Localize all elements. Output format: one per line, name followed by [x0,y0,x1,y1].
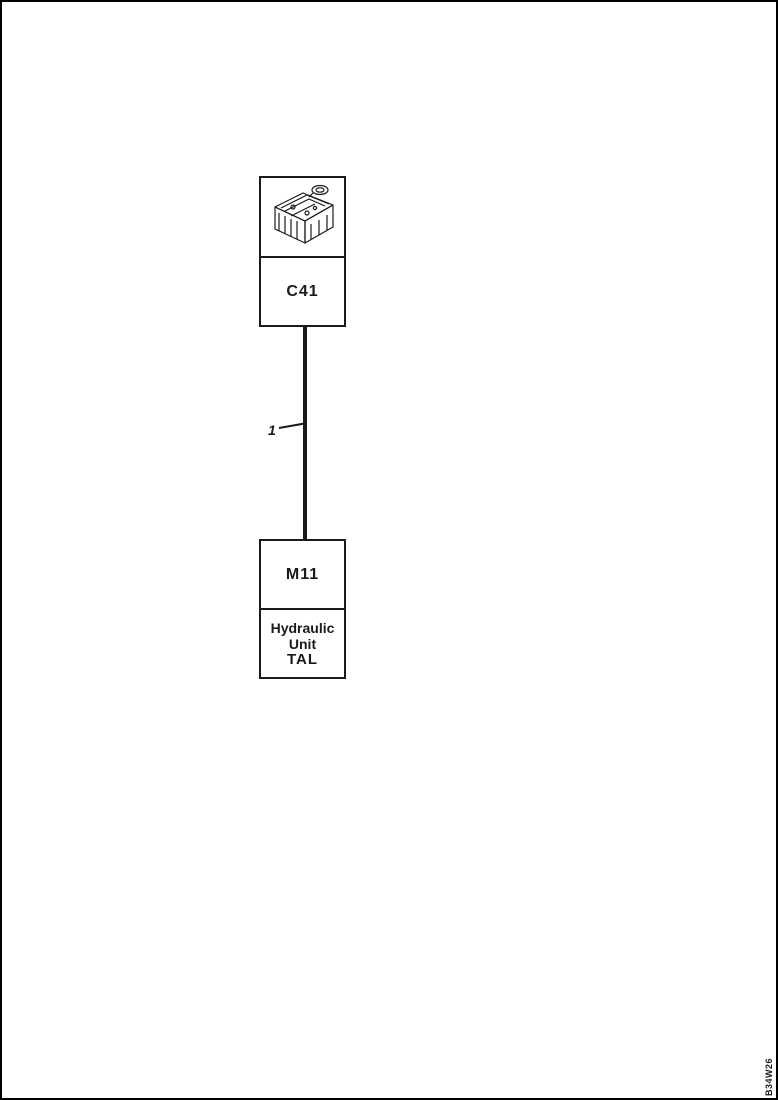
component-name-box: Hydraulic Unit TAL [259,608,346,679]
component-name-line2: Unit [288,635,317,652]
component-label: M11 [285,565,320,583]
wire-leader-line [278,422,305,429]
connector-label-box: C41 [259,256,346,327]
connector-label: C41 [286,282,319,300]
connector-image-box [259,176,346,258]
figure-code: B34W26 [764,1058,774,1097]
wire-line [303,327,307,539]
component-label-box: M11 [259,539,346,610]
wire-number-label: 1 [268,422,276,438]
component-name-line1: Hydraulic [270,619,335,636]
component-code: TAL [286,650,319,668]
connector-isometric-icon [263,177,343,257]
